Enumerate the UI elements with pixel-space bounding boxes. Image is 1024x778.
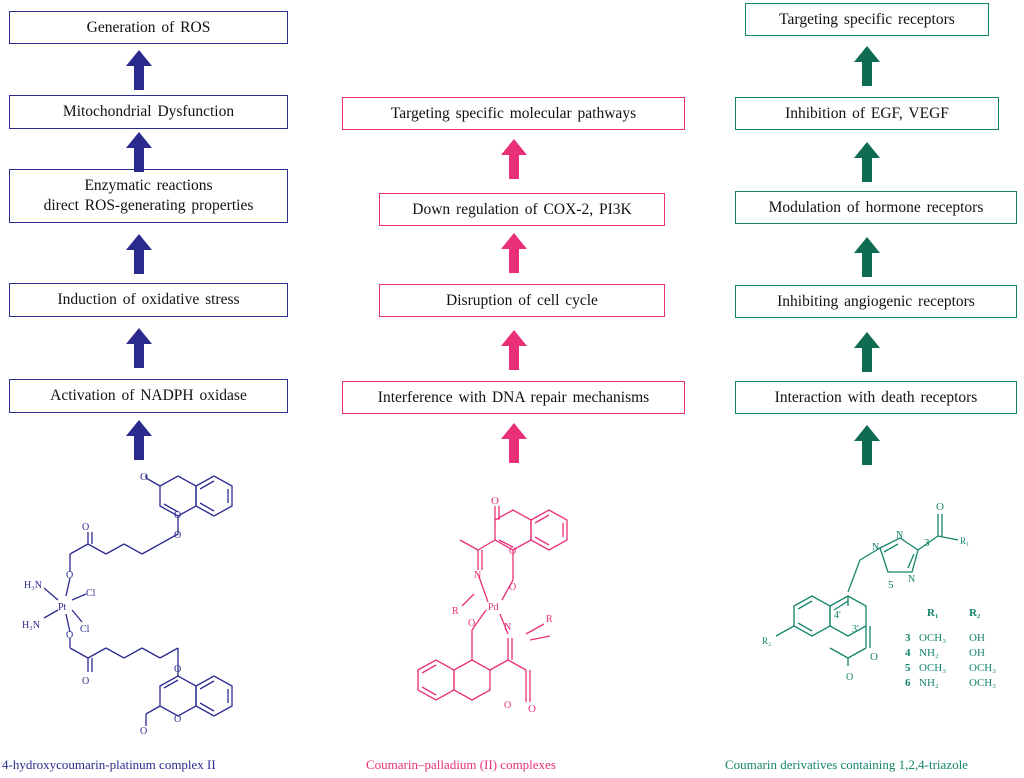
box-activation-nadph-oxidase: Activation of NADPH oxidase [9,379,288,413]
table-row: 5 OCH₃ OCH₃ [905,662,997,674]
svg-text:O: O [174,510,181,521]
arrow-up-icon [126,234,152,274]
triazole-n-label: N [908,574,915,585]
svg-text:O: O [846,672,853,683]
svg-text:O: O [140,471,148,483]
position-label: 3' [852,624,859,635]
svg-text:O: O [174,530,181,541]
caption-palladium: Coumarin–palladium (II) complexes [366,757,556,772]
platinum-complex-structure: O O O O O O O O O O H₃N H₃N Pt Cl Cl [22,471,233,737]
svg-text:O: O [66,630,73,641]
caption-platinum: 4-hydroxycoumarin-platinum complex II [2,757,216,772]
box-modulation-hormone-receptors: Modulation of hormone receptors [735,191,1017,224]
cl-label: Cl [80,624,90,635]
caption-triazole: Coumarin derivatives containing 1,2,4-tr… [725,757,968,772]
pd-label: Pd [488,602,499,613]
box-targeting-specific-receptors: Targeting specific receptors [745,3,989,36]
arrow-up-icon [501,139,527,179]
triazole-n-label: N [872,542,879,553]
arrow-up-icon [126,420,152,460]
h3n-label: H₃N [22,620,40,631]
svg-text:O: O [174,664,181,675]
svg-text:O: O [140,726,147,737]
position-label: 5 [888,579,894,591]
pt-label: Pt [58,602,67,613]
svg-text:N: N [474,570,481,581]
arrow-up-icon [854,142,880,182]
box-down-regulation-cox2: Down regulation of COX-2, PI3K [379,193,665,226]
svg-text:O: O [66,570,73,581]
r-label: R [546,614,553,625]
box-induction-oxidative-stress: Induction of oxidative stress [9,283,288,317]
table-row: 3 OCH₃ OH [905,632,985,644]
arrow-up-icon [126,50,152,90]
arrow-up-icon [854,332,880,372]
svg-text:O: O [509,582,516,593]
r1-substituent-label: R₁ [960,536,969,546]
triazole-n-label: N [896,530,903,541]
table-header-r2: R₂ [969,607,981,619]
svg-text:O: O [504,700,511,711]
table-row: 4 NH₂ OH [905,647,985,659]
svg-text:O: O [528,703,536,715]
arrow-up-icon [501,423,527,463]
table-header-r1: R₁ [927,607,939,619]
palladium-complex-structure: O O N O Pd R O N R O O [417,495,568,715]
cl-label: Cl [86,588,96,599]
svg-text:O: O [468,618,475,629]
box-interference-dna-repair: Interference with DNA repair mechanisms [342,381,685,414]
arrow-up-icon [854,237,880,277]
svg-text:N: N [504,622,511,633]
box-generation-of-ros: Generation of ROS [9,11,288,44]
svg-text:O: O [491,495,499,507]
position-label: 4' [834,610,841,621]
arrow-up-icon [126,132,152,172]
arrow-up-icon [854,425,880,465]
box-inhibition-egf-vegf: Inhibition of EGF, VEGF [735,97,999,130]
arrow-up-icon [501,233,527,273]
svg-text:O: O [82,676,89,687]
arrow-up-icon [501,330,527,370]
position-label: 3 [924,537,930,549]
box-disruption-cell-cycle: Disruption of cell cycle [379,284,665,317]
box-interaction-death-receptors: Interaction with death receptors [735,381,1017,414]
substituent-table: R₁ R₂ 3 OCH₃ OH 4 NH₂ OH 5 OCH₃ OCH₃ 6 N… [905,606,1017,691]
box-targeting-molecular-pathways: Targeting specific molecular pathways [342,97,685,130]
box-inhibiting-angiogenic-receptors: Inhibiting angiogenic receptors [735,285,1017,318]
arrow-up-icon [854,46,880,86]
triazole-coumarin-structure: O R₁ N N N 3 5 4' 3' O O R₂ [762,501,969,683]
svg-text:O: O [936,501,944,513]
h3n-label: H₃N [24,580,42,591]
svg-text:O: O [870,651,878,663]
arrow-up-icon [126,328,152,368]
box-mitochondrial-dysfunction: Mitochondrial Dysfunction [9,95,288,129]
svg-text:O: O [82,522,89,533]
svg-text:O: O [509,546,516,557]
box-enzymatic-reactions: Enzymatic reactions direct ROS-generatin… [9,169,288,223]
table-row: 6 NH₂ OCH₃ [905,677,997,689]
r-label: R [452,606,459,617]
r2-substituent-label: R₂ [762,636,771,646]
svg-text:O: O [174,714,181,725]
